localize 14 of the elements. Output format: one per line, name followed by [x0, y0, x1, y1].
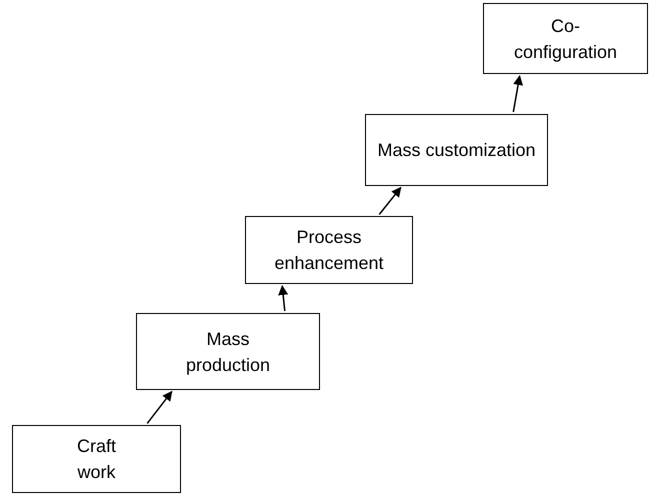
arrow [512, 74, 524, 112]
box-label: Mass customization [377, 139, 536, 162]
arrow [146, 390, 172, 424]
process-box [483, 3, 648, 74]
box-label: Co-configuration [512, 14, 618, 64]
arrow [378, 186, 402, 215]
process-box [365, 114, 548, 186]
box-label: Craft work [76, 435, 117, 484]
process-box [136, 313, 320, 390]
process-box [245, 216, 413, 284]
box-label: Mass production [184, 328, 272, 377]
process-box [12, 425, 181, 493]
arrow [278, 285, 288, 312]
box-label: Process enhancement [273, 226, 385, 275]
